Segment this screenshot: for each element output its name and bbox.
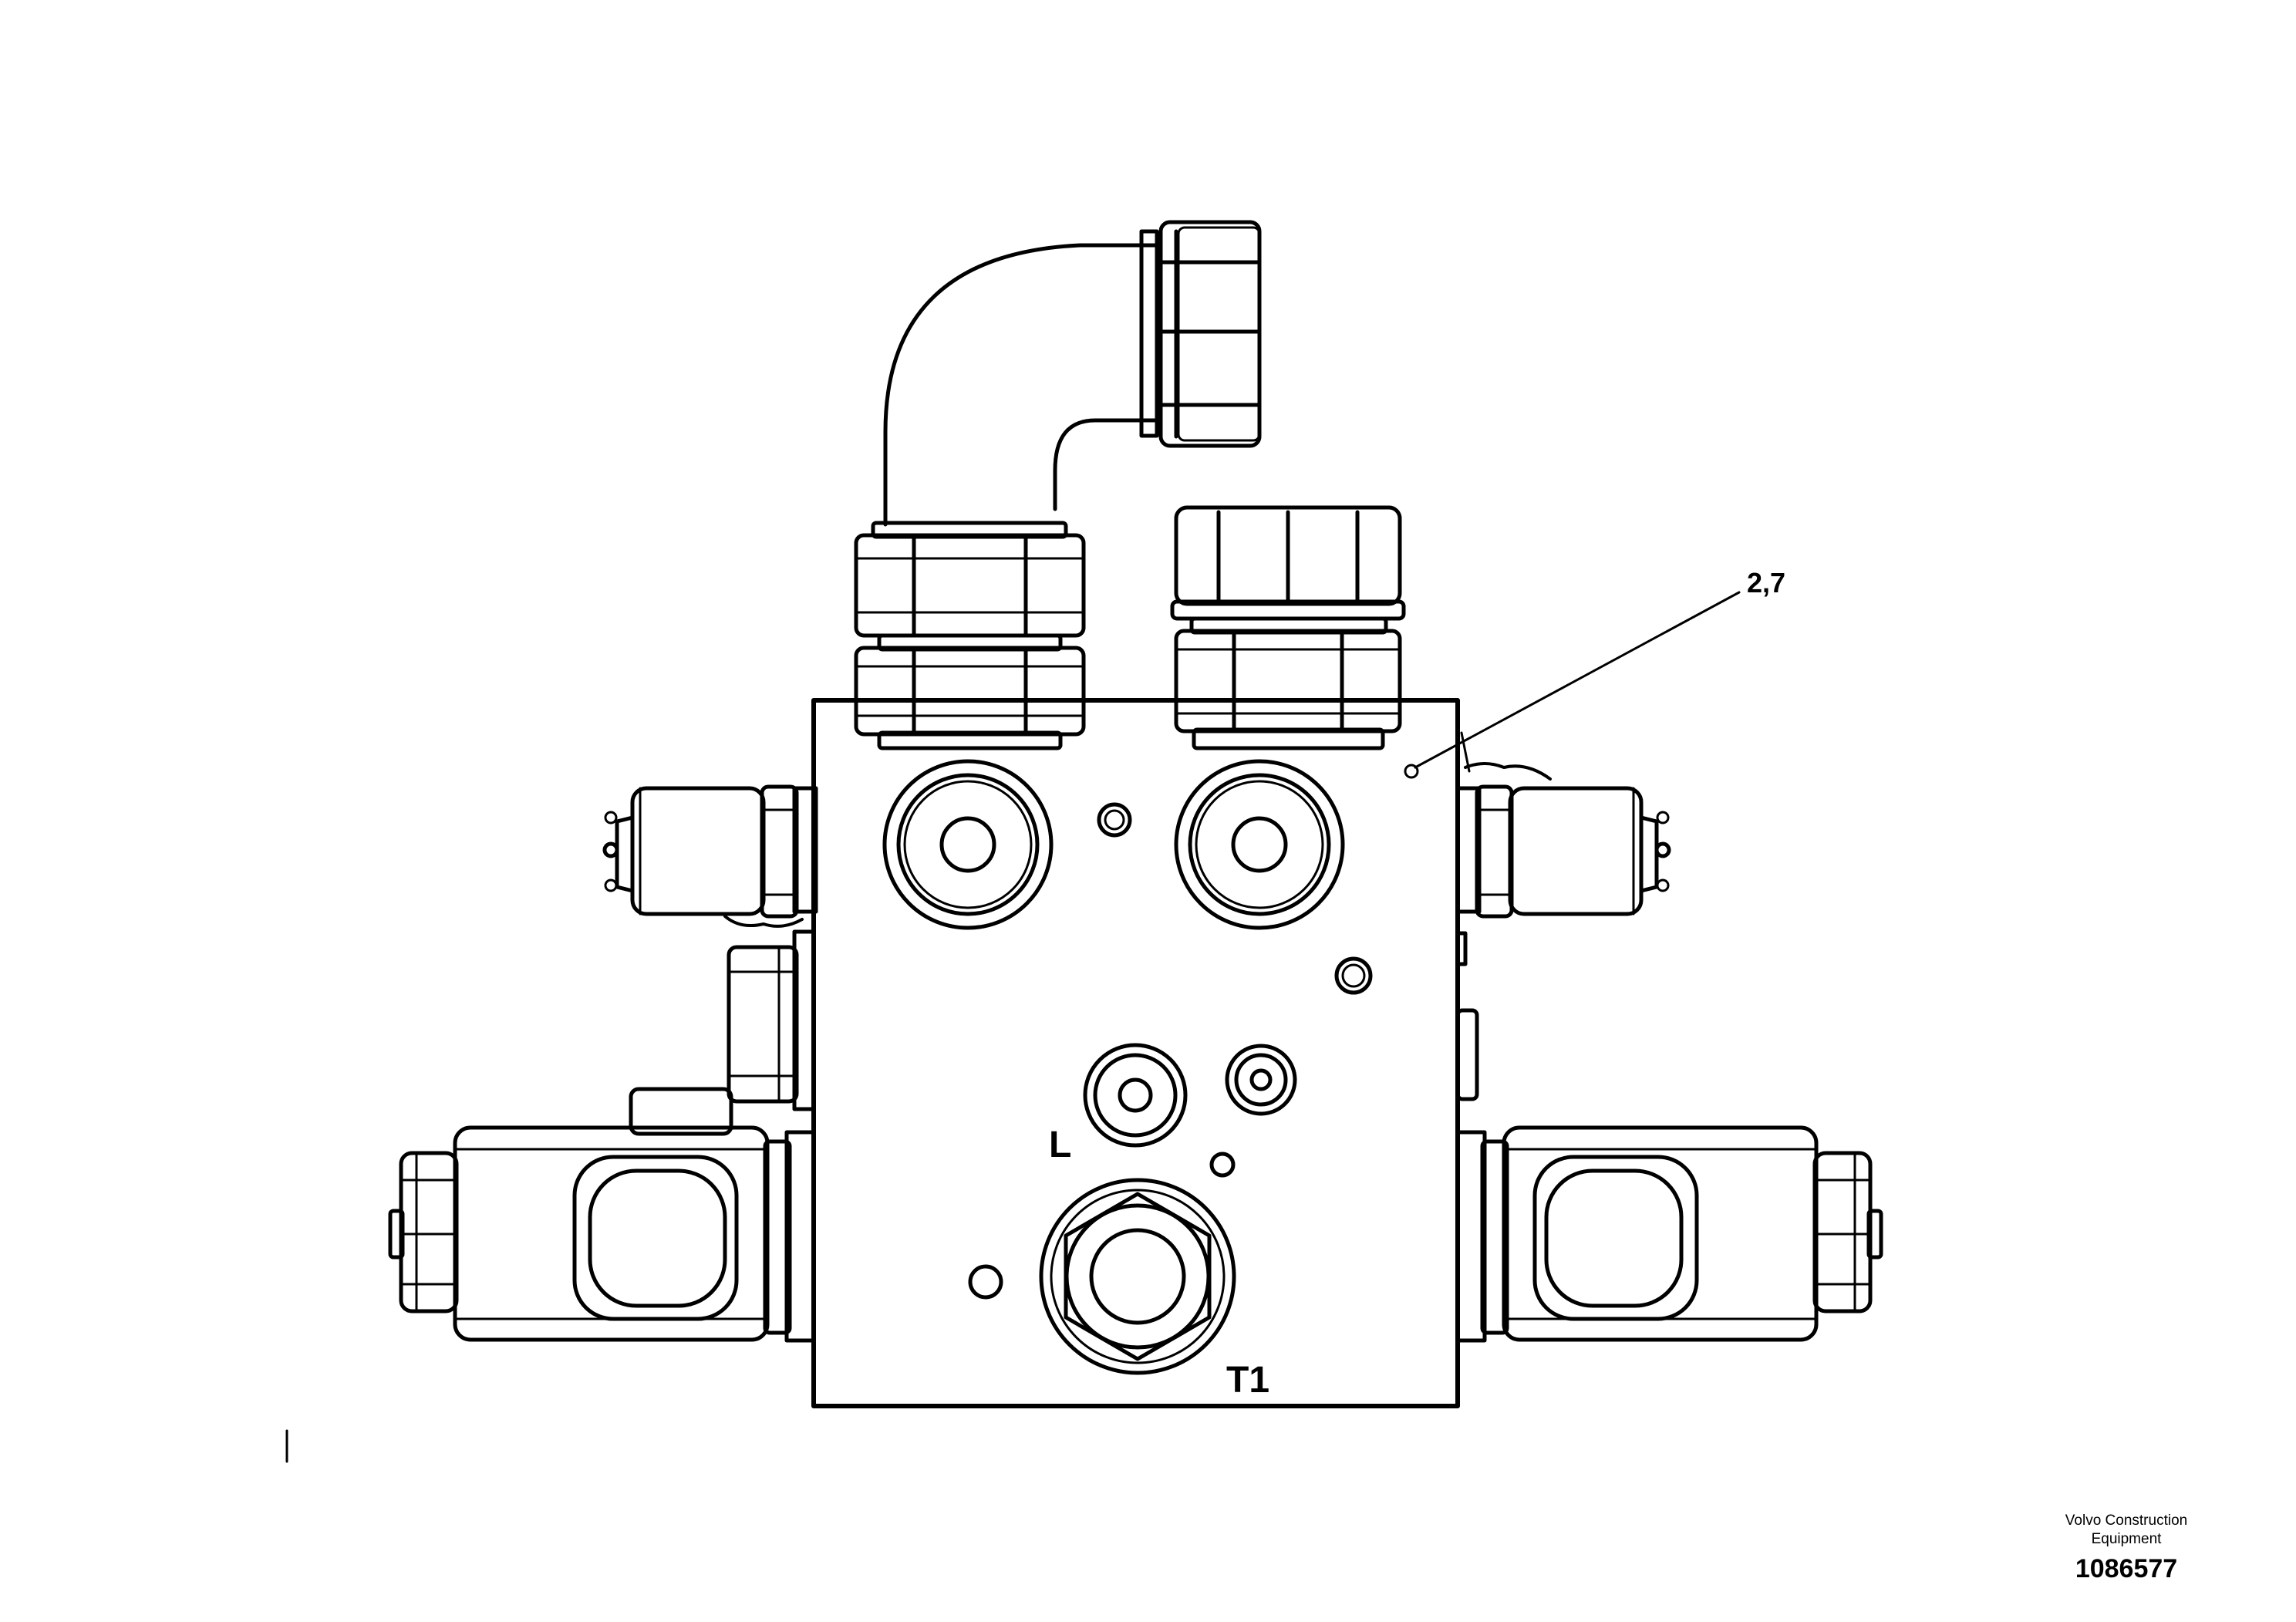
left-middle-fitting	[629, 929, 816, 1136]
bolt-holes	[968, 764, 1419, 1300]
footer-block: Volvo Construction Equipment 1086577	[2011, 1512, 2242, 1586]
maker-name-line1: Volvo Construction	[2065, 1512, 2188, 1529]
left-hex-fitting	[854, 521, 1086, 750]
right-nut-fitting	[1170, 505, 1406, 750]
elbow-fitting	[883, 220, 1262, 527]
port-small-right	[1225, 1044, 1297, 1116]
right-lower-solenoid	[1455, 1125, 1883, 1343]
elbow-outer-arc	[883, 243, 1159, 527]
left-lower-solenoid	[388, 1125, 816, 1343]
port-t1	[1039, 1178, 1236, 1375]
callout-leader-line	[1414, 591, 1741, 769]
port-l	[1083, 1043, 1188, 1148]
elbow-inner-arc	[1053, 418, 1159, 511]
right-upper-solenoid	[1455, 731, 1671, 919]
right-middle-boss	[1455, 931, 1479, 1101]
maker-name-line2: Equipment	[2091, 1531, 2162, 1547]
port-upper-right	[1174, 759, 1345, 930]
doc-number: 1086577	[2075, 1554, 2178, 1583]
callout-part-ref: 2,7	[1747, 567, 1785, 599]
port-label-l: L	[1049, 1125, 1071, 1165]
elbow-collar	[1139, 229, 1159, 438]
left-upper-solenoid	[602, 784, 818, 928]
port-label-t1: T1	[1226, 1360, 1269, 1401]
port-upper-left	[882, 759, 1054, 930]
